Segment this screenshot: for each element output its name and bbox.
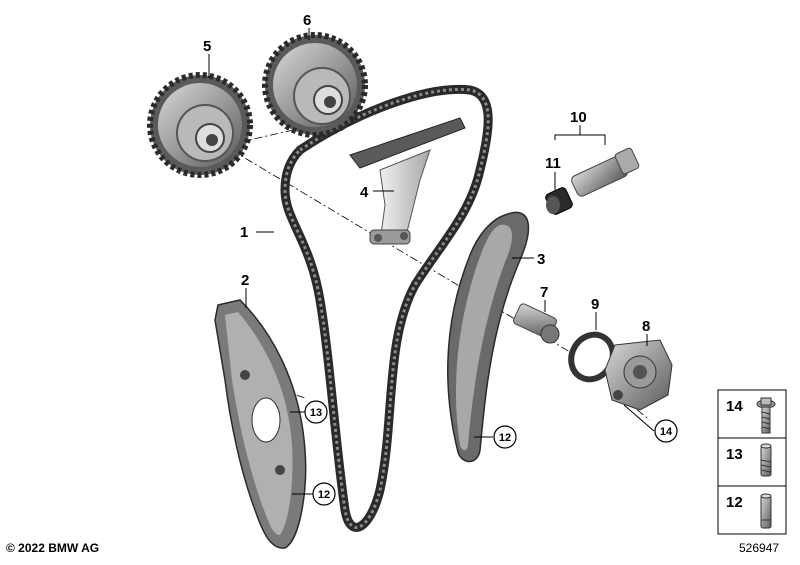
callout-5: 5 (203, 38, 211, 55)
central-bolt-7 (513, 303, 560, 344)
tensioning-rail-3 (447, 211, 530, 463)
svg-text:14: 14 (726, 398, 743, 415)
chain-tensioner-10 (571, 147, 640, 197)
callout-6: 6 (303, 12, 311, 29)
svg-text:13: 13 (726, 446, 743, 463)
callout-numbers: 1 2 3 4 5 6 7 8 9 10 11 (203, 12, 650, 335)
camshaft-sprocket-6 (262, 32, 368, 138)
circled-callout-13: 13 (304, 400, 328, 424)
callout-2: 2 (241, 272, 249, 289)
svg-text:12: 12 (318, 489, 330, 501)
bolt-icon-12 (760, 493, 772, 529)
camshaft-sprocket-5 (147, 72, 253, 178)
timing-chain (280, 84, 493, 532)
solenoid-valve-8 (604, 339, 673, 411)
callout-10: 10 (570, 109, 587, 126)
callout-3: 3 (537, 251, 545, 268)
callout-7: 7 (540, 284, 548, 301)
seal-ring-11 (545, 187, 573, 215)
diagram-id-label: 526947 (739, 541, 780, 555)
legend-row-13: 13 (726, 443, 772, 477)
flange-screw-icon (756, 397, 776, 434)
leader-lines (208, 28, 655, 495)
slide-rail-2 (214, 299, 307, 549)
callout-11: 11 (545, 155, 561, 172)
callout-9: 9 (591, 296, 599, 313)
callout-4: 4 (360, 184, 369, 201)
copyright-label: © 2022 BMW AG (6, 541, 100, 555)
svg-text:14: 14 (660, 426, 673, 438)
fastener-legend: 14 13 12 (717, 389, 787, 535)
callout-8: 8 (642, 318, 650, 335)
circled-callout-12-right: 12 (493, 425, 517, 449)
guide-rail-4 (349, 117, 466, 245)
svg-text:13: 13 (310, 407, 322, 419)
circled-callout-14: 14 (654, 419, 678, 443)
circled-callouts: 13 12 12 14 (304, 400, 678, 506)
legend-row-12: 12 (726, 493, 772, 529)
circled-callout-12-left: 12 (312, 482, 336, 506)
svg-text:12: 12 (499, 432, 511, 444)
callout-1: 1 (240, 224, 248, 241)
legend-row-14: 14 (726, 397, 776, 434)
bolt-icon-13 (760, 443, 772, 477)
svg-text:12: 12 (726, 494, 743, 511)
